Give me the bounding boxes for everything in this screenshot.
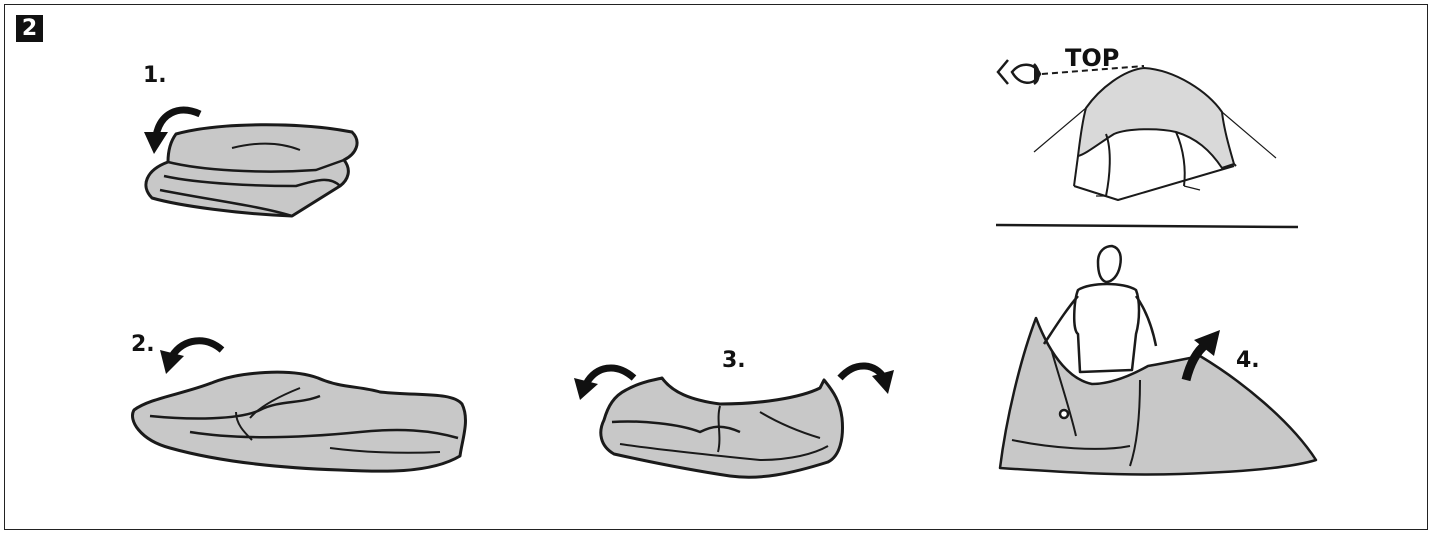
step-3-fabric <box>601 378 843 477</box>
step-1-folded-fabric <box>146 125 357 216</box>
eye-icon <box>998 60 1040 84</box>
section-divider <box>996 225 1298 227</box>
step-2-fabric <box>133 372 466 471</box>
step-2-fold-arrow <box>160 341 222 374</box>
canopy-tent <box>1034 68 1276 200</box>
step-3-right-fold-arrow <box>840 366 894 394</box>
person-lifting-fabric <box>1000 246 1316 475</box>
